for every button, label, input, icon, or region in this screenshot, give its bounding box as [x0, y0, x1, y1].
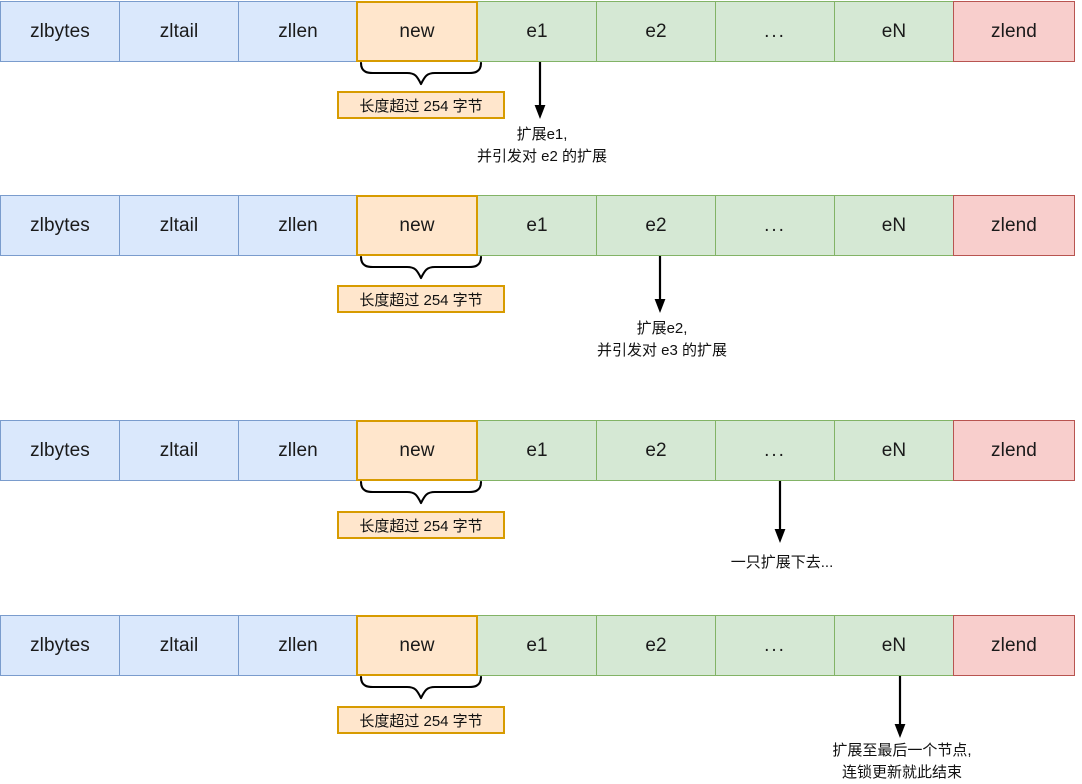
cell-new: new — [356, 420, 478, 481]
annotation-row-2-line2: 并引发对 e3 的扩展 — [596, 341, 728, 359]
cell-zllen: zllen — [238, 615, 358, 676]
annotation-row-2: 扩展e2, 并引发对 e3 的扩展 — [597, 318, 727, 362]
cell-e1: e1 — [477, 615, 597, 676]
callout-row-3: 长度超过 254 字节 — [337, 511, 505, 539]
annotation-row-1-line2: 并引发对 e2 的扩展 — [476, 147, 608, 165]
brace-row-2 — [359, 256, 483, 280]
cell-e2: e2 — [596, 195, 716, 256]
annotation-row-2-line1: 扩展e2, — [636, 320, 688, 337]
ziplist-row-4: zlbytes zltail zllen new e1 e2 ... eN zl… — [0, 615, 1082, 676]
cell-zlend: zlend — [953, 420, 1075, 481]
callout-row-2: 长度超过 254 字节 — [337, 285, 505, 313]
cell-eN: eN — [834, 615, 954, 676]
cell-e1: e1 — [477, 420, 597, 481]
annotation-row-3-line1: 一只扩展下去... — [730, 554, 834, 571]
arrow-row-2 — [654, 256, 666, 313]
cell-zlend: zlend — [953, 615, 1075, 676]
ziplist-row-2: zlbytes zltail zllen new e1 e2 ... eN zl… — [0, 195, 1082, 256]
cell-ellipsis: ... — [715, 195, 835, 256]
ziplist-row-3: zlbytes zltail zllen new e1 e2 ... eN zl… — [0, 420, 1082, 481]
callout-row-1: 长度超过 254 字节 — [337, 91, 505, 119]
brace-row-3 — [359, 481, 483, 505]
cell-e2: e2 — [596, 615, 716, 676]
cell-zltail: zltail — [119, 195, 239, 256]
cell-e1: e1 — [477, 195, 597, 256]
cell-ellipsis: ... — [715, 420, 835, 481]
annotation-row-1: 扩展e1, 并引发对 e2 的扩展 — [477, 124, 607, 168]
ziplist-row-1: zlbytes zltail zllen new e1 e2 ... eN zl… — [0, 1, 1082, 62]
cell-zlbytes: zlbytes — [0, 420, 120, 481]
cell-ellipsis: ... — [715, 1, 835, 62]
cell-ellipsis: ... — [715, 615, 835, 676]
annotation-row-1-line1: 扩展e1, — [516, 126, 568, 143]
cell-zltail: zltail — [119, 420, 239, 481]
cell-zllen: zllen — [238, 195, 358, 256]
cell-e2: e2 — [596, 420, 716, 481]
cell-zltail: zltail — [119, 615, 239, 676]
cell-eN: eN — [834, 420, 954, 481]
cell-zlend: zlend — [953, 1, 1075, 62]
cell-eN: eN — [834, 1, 954, 62]
arrow-row-1 — [534, 62, 546, 119]
brace-row-4 — [359, 676, 483, 700]
cell-new: new — [356, 1, 478, 62]
annotation-row-3: 一只扩展下去... — [731, 552, 834, 574]
arrow-row-3 — [774, 481, 786, 543]
cell-new: new — [356, 195, 478, 256]
arrow-row-4 — [894, 676, 906, 738]
brace-row-1 — [359, 62, 483, 86]
cell-e2: e2 — [596, 1, 716, 62]
cell-zltail: zltail — [119, 1, 239, 62]
cell-zlend: zlend — [953, 195, 1075, 256]
cell-zllen: zllen — [238, 1, 358, 62]
cell-new: new — [356, 615, 478, 676]
annotation-row-4: 扩展至最后一个节点, 连锁更新就此结束 — [832, 740, 971, 784]
annotation-row-4-line1: 扩展至最后一个节点, — [832, 742, 972, 759]
cell-eN: eN — [834, 195, 954, 256]
callout-row-4: 长度超过 254 字节 — [337, 706, 505, 734]
cell-zlbytes: zlbytes — [0, 195, 120, 256]
cell-zlbytes: zlbytes — [0, 1, 120, 62]
cell-zllen: zllen — [238, 420, 358, 481]
cell-zlbytes: zlbytes — [0, 615, 120, 676]
cell-e1: e1 — [477, 1, 597, 62]
annotation-row-4-line2: 连锁更新就此结束 — [841, 763, 963, 781]
